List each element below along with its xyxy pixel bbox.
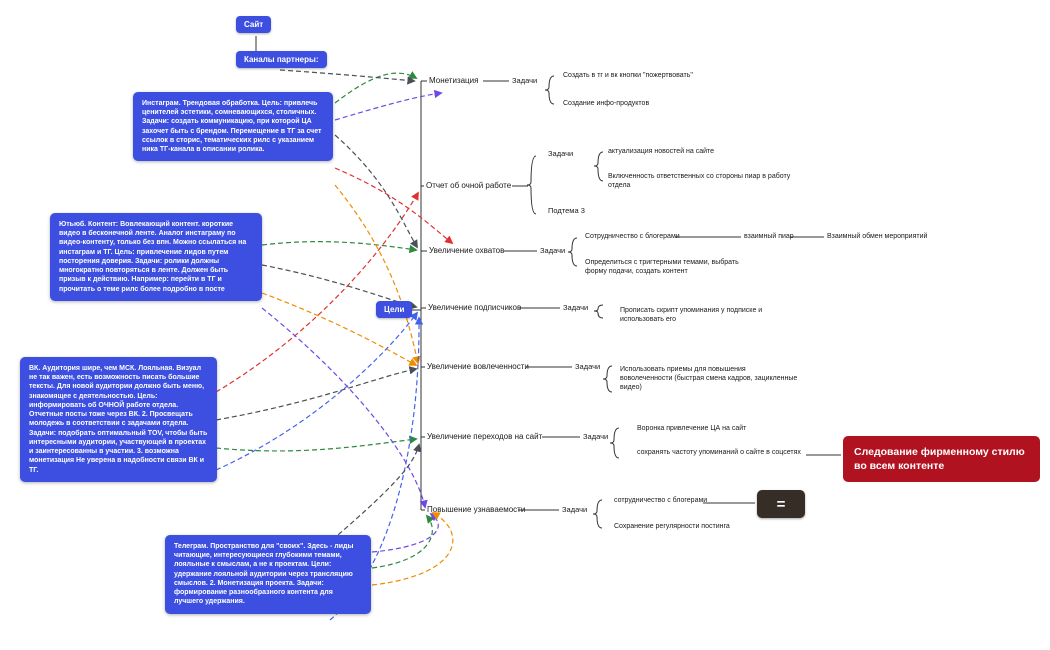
laptop-icon[interactable]: =	[757, 490, 805, 518]
task-item[interactable]: Прописать скрипт упоминания у подписке и…	[620, 307, 763, 324]
goal-monetization[interactable]: Монетизация	[429, 76, 479, 85]
task-item[interactable]: Воронка привлечение ЦА на сайт	[637, 425, 747, 432]
task-item[interactable]: Определиться с тригтерными темами, выбра…	[585, 259, 739, 276]
task-item[interactable]: Сотрудничество с блогерами	[585, 233, 680, 240]
goal-subscribers[interactable]: Увеличение подписчиков	[428, 303, 522, 312]
task-item[interactable]: Создание инфо-продуктов	[563, 100, 650, 107]
task-item-chain[interactable]: взаимный пиар	[744, 233, 794, 240]
task-item-chain[interactable]: Взаимный обмен мероприятий	[827, 233, 928, 240]
goal-site-transitions[interactable]: Увеличение переходов на сайт	[427, 432, 543, 441]
note-vk[interactable]: ВК. Аудитория шире, чем МСК. Лояльная. В…	[20, 357, 217, 482]
goal-engagement[interactable]: Увеличение вовлеченности	[427, 362, 529, 371]
task-item[interactable]: Создать в тг и вк кнопки "пожертвовать"	[563, 72, 693, 79]
note-youtube[interactable]: Ютьюб. Контент: Вовлекающий контент. кор…	[50, 213, 262, 301]
task-item[interactable]: сотрудничество с блогерами	[614, 497, 708, 504]
equals-glyph: =	[776, 495, 786, 513]
node-partner-channels[interactable]: Каналы партнеры:	[236, 51, 327, 68]
tasks-label-reach[interactable]: Задачи	[540, 246, 566, 255]
node-goals-root[interactable]: Цели	[376, 301, 413, 318]
subtopic-3[interactable]: Подтема 3	[548, 206, 585, 215]
goal-onsite-report[interactable]: Отчет об очной работе	[426, 181, 512, 190]
task-item[interactable]: Сохранение регулярности постинга	[614, 523, 730, 530]
tasks-label-engagement[interactable]: Задачи	[575, 362, 601, 371]
node-site[interactable]: Сайт	[236, 16, 272, 33]
tasks-label-site-transitions[interactable]: Задачи	[583, 432, 609, 441]
tasks-label-onsite-report[interactable]: Задачи	[548, 149, 574, 158]
task-item[interactable]: сохранять частоту упоминаний о сайте в с…	[637, 449, 801, 456]
task-item[interactable]: Включенность ответственных со стороны пи…	[608, 173, 791, 190]
note-instagram[interactable]: Инстаграм. Трендовая обработка. Цель: пр…	[133, 92, 333, 162]
task-item[interactable]: Использовать приемы для повышения воволе…	[620, 366, 798, 392]
brand-style-callout[interactable]: Следование фирменному стилю во всем конт…	[843, 436, 1040, 483]
task-item[interactable]: актуализация новостей на сайте	[608, 148, 715, 155]
goal-awareness[interactable]: Повышение узнаваемости	[427, 505, 526, 514]
note-telegram[interactable]: Телеграм. Пространство для "своих". Здес…	[165, 535, 371, 614]
tasks-label-monetization[interactable]: Задачи	[512, 76, 538, 85]
goal-reach[interactable]: Увеличение охватов	[429, 246, 505, 255]
tasks-label-subscribers[interactable]: Задачи	[563, 303, 589, 312]
tasks-label-awareness[interactable]: Задачи	[562, 505, 588, 514]
